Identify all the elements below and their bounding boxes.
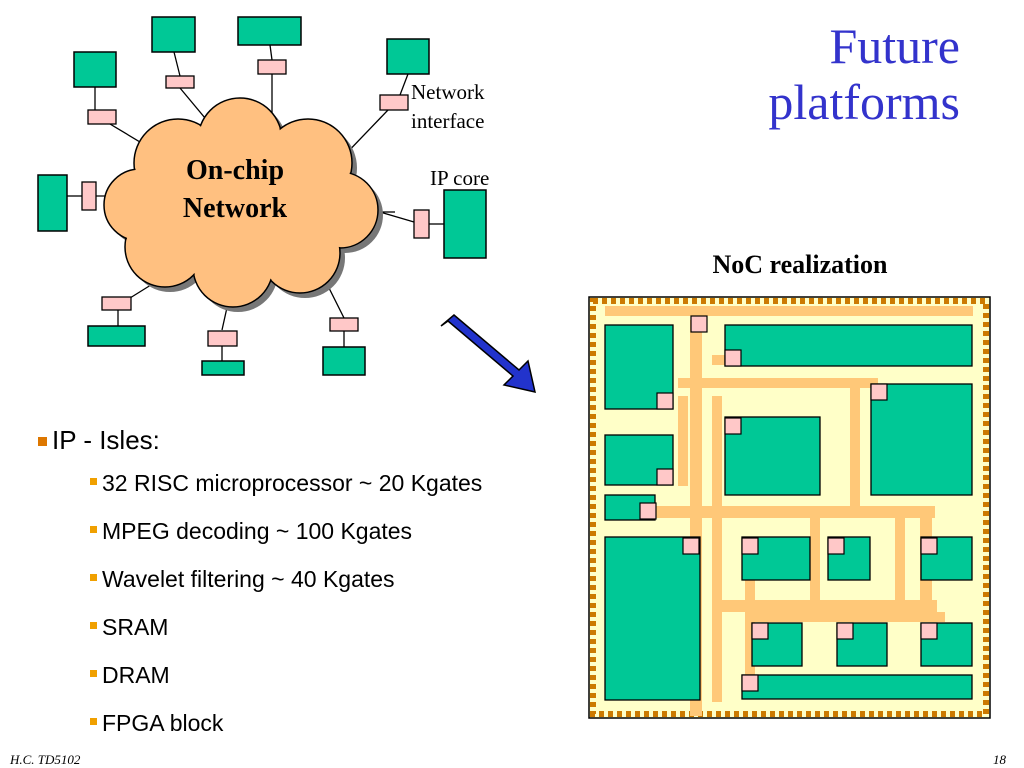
ip-core-annotation: IP core — [430, 166, 490, 190]
link-line — [399, 73, 409, 96]
annotation-network: Network — [411, 80, 485, 104]
ip-cores — [37, 16, 487, 376]
chip-block — [870, 383, 973, 496]
bullet-list: IP - Isles: 32 RISC microprocessor ~ 20 … — [36, 425, 596, 756]
chip-blocks — [604, 324, 973, 701]
chip-interface — [690, 315, 708, 333]
chip-interface — [827, 537, 845, 555]
chip-interface — [639, 502, 657, 520]
cloud-label: On-chip Network — [150, 152, 320, 228]
ip-core — [201, 360, 245, 376]
page-number: 18 — [993, 752, 1006, 767]
ip-core — [443, 189, 487, 259]
network-interface — [87, 109, 117, 125]
chip-interface — [741, 674, 759, 692]
chip-block — [920, 622, 973, 667]
chip-interface — [656, 468, 674, 486]
chip-interface — [741, 537, 759, 555]
network-interface — [257, 59, 287, 75]
ip-core — [37, 174, 68, 232]
chip-interface — [724, 349, 742, 367]
chip-block — [724, 324, 973, 367]
annotation-interface: interface — [411, 109, 485, 133]
slide-title: Future platforms — [690, 18, 960, 130]
ip-core — [386, 38, 430, 75]
chip-interface — [870, 383, 888, 401]
routing-tracks — [605, 306, 973, 716]
arrow-down-right-icon — [440, 314, 536, 393]
bullet-main: IP - Isles: — [36, 425, 596, 456]
chip-interface — [836, 622, 854, 640]
link-line — [379, 211, 415, 223]
sub-bullet: DRAM — [88, 660, 596, 708]
ip-core — [237, 16, 302, 46]
sub-bullet: Wavelet filtering ~ 40 Kgates — [88, 564, 596, 612]
chip-interface — [751, 622, 769, 640]
link-line — [173, 51, 181, 77]
chip-interfaces — [639, 315, 938, 692]
sub-bullet: FPGA block — [88, 708, 596, 756]
network-interfaces — [81, 59, 430, 347]
network-interface — [101, 296, 132, 311]
cloud-label-line-1: On-chip — [185, 155, 285, 186]
ip-core — [87, 325, 146, 347]
network-interface — [413, 209, 430, 239]
chip-interface — [920, 537, 938, 555]
title-line-2: platforms — [768, 74, 960, 130]
title-line-1: Future — [829, 18, 960, 74]
network-interface — [165, 75, 195, 89]
sub-bullet: SRAM — [88, 612, 596, 660]
network-interface-annotation: Network interface — [411, 78, 484, 136]
footer-left: H.C. TD5102 — [10, 752, 81, 767]
chip-block — [604, 536, 701, 701]
chip-interface — [724, 417, 742, 435]
ip-core — [151, 16, 196, 53]
link-line — [269, 44, 273, 61]
network-interface — [329, 317, 359, 332]
network-interface — [81, 181, 97, 211]
ip-core — [73, 51, 117, 88]
network-interface — [207, 330, 238, 347]
chip-block — [741, 674, 973, 700]
sub-bullet: 32 RISC microprocessor ~ 20 Kgates — [88, 468, 596, 516]
sub-bullet: MPEG decoding ~ 100 Kgates — [88, 516, 596, 564]
cloud-fill — [105, 99, 377, 306]
chip-block — [751, 622, 803, 667]
chip-interface — [682, 537, 700, 555]
chip-interface — [920, 622, 938, 640]
cloud-label-line-2: Network — [182, 193, 288, 224]
chip-interface — [656, 392, 674, 410]
ip-core — [322, 346, 366, 376]
noc-caption: NoC realization — [712, 250, 888, 279]
noc-chip — [588, 296, 991, 719]
network-interface — [379, 94, 409, 111]
